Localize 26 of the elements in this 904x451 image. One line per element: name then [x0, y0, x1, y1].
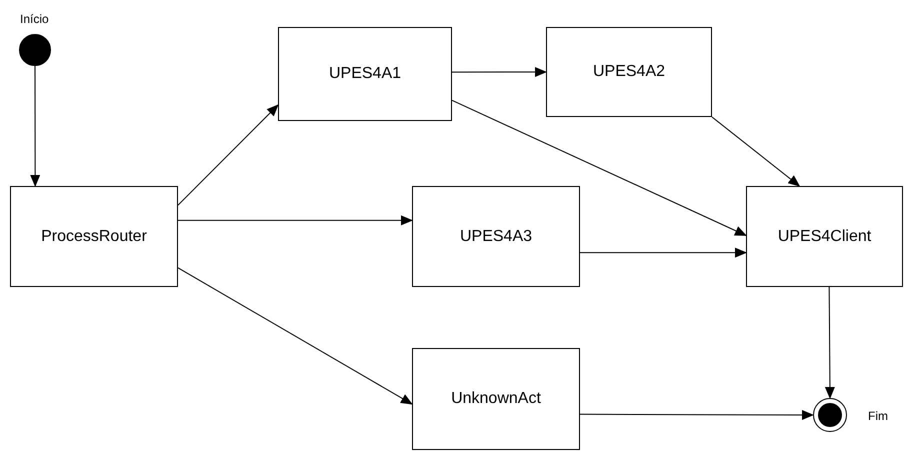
arrow	[178, 267, 413, 405]
state-name: ProcessRouter	[41, 226, 147, 246]
state-label: Início	[20, 11, 49, 28]
arrow	[452, 67, 547, 78]
arrow	[712, 116, 800, 187]
state-label: Fim	[868, 408, 888, 425]
state-name: UPES4A1	[328, 64, 402, 84]
state-box	[412, 186, 580, 287]
state-name: UPES4A3	[460, 226, 532, 246]
state-box	[10, 186, 178, 287]
arrow	[178, 104, 279, 206]
state-name: UnknownAct	[451, 389, 541, 409]
state-box	[546, 27, 712, 117]
state-box	[412, 348, 580, 450]
arrow	[824, 286, 835, 399]
state-box	[746, 186, 903, 287]
arrow	[178, 215, 413, 226]
initial-state-circle	[19, 34, 51, 66]
arrow	[580, 248, 747, 258]
state-name: UPES4A2	[592, 62, 666, 82]
final-state-circle	[813, 398, 847, 432]
state-box	[278, 27, 452, 121]
arrow	[452, 100, 747, 236]
state-name: UPES4Client	[778, 226, 872, 246]
arrow	[580, 410, 814, 420]
arrow	[30, 66, 40, 187]
